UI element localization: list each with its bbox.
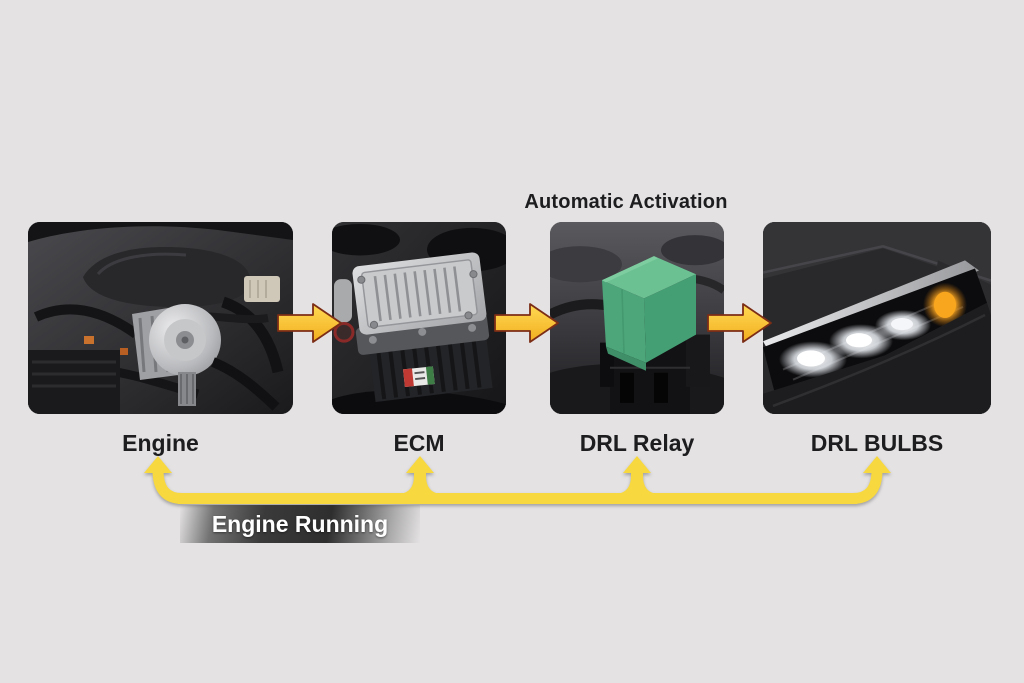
drl-bulbs-photo [763,222,991,414]
flow-arrow-icon [277,303,342,343]
drl-relay-label: DRL Relay [579,430,695,456]
bracket-arrowhead-ecm-icon [406,456,434,473]
engine-photo-illustration [28,222,293,414]
drl-bulbs-photo-illustration [763,222,991,414]
drl-relay-photo [550,222,724,414]
bracket-arrowhead-engine-icon [144,456,172,473]
drl-relay-photo-illustration [550,222,724,414]
relay-cube [602,256,696,371]
engine-photo [28,222,293,414]
engine-label: Engine [122,430,199,456]
automatic-activation-label: Automatic Activation [524,191,728,213]
engine-running-tag: Engine Running [180,505,420,543]
ecm-photo-illustration [332,222,506,414]
flow-arrow-icon [494,303,559,343]
engine-running-text: Engine Running [211,510,389,537]
bracket-arrowhead-relay-icon [623,456,651,473]
ecm-photo [332,222,506,414]
ecm-label: ECM [393,430,445,456]
bracket-arrowhead-bulbs-icon [863,456,891,473]
drl-bulbs-label: DRL BULBS [810,430,944,456]
flow-arrow-icon [707,303,772,343]
